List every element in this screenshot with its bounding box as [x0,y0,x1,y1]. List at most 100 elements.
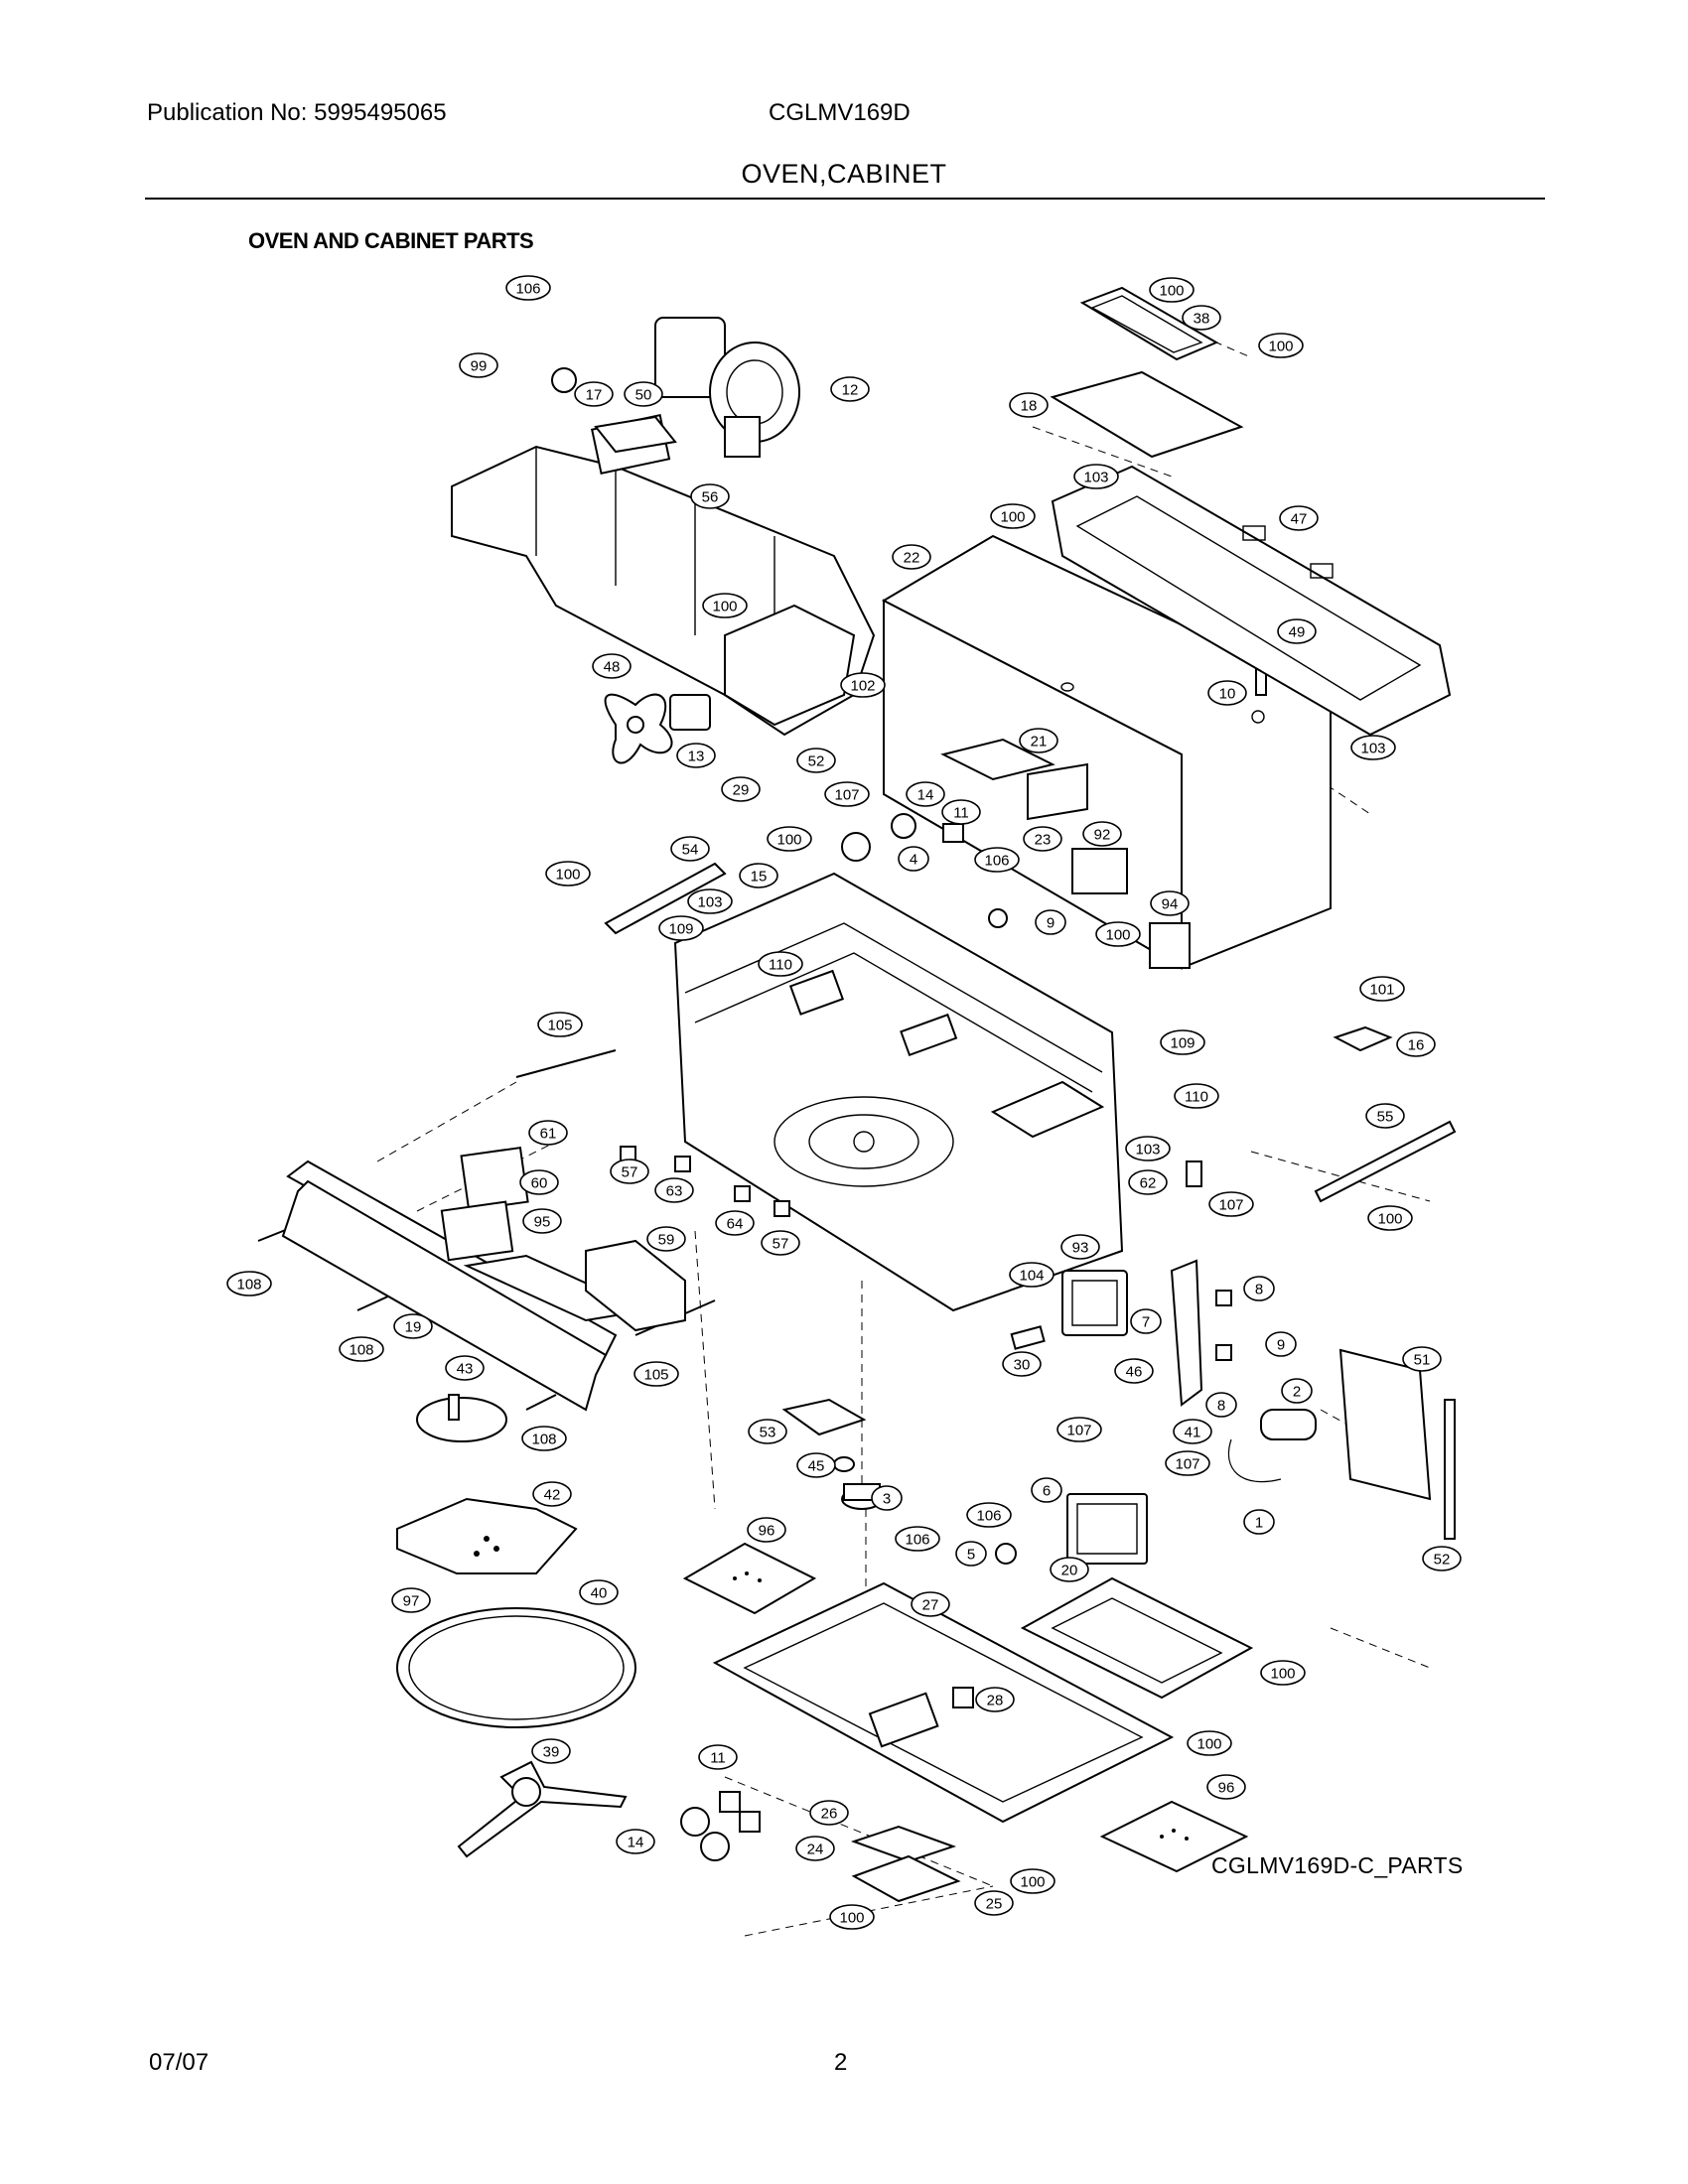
capacitor-2 [1227,1409,1317,1483]
callout-oval [809,1800,849,1826]
callout-53: 53 [748,1419,787,1444]
callout-oval [1009,392,1049,418]
callout-104: 104 [1009,1262,1055,1288]
callout-oval [1206,1774,1246,1800]
callout-5: 5 [955,1541,987,1567]
callout-100: 100 [545,861,591,887]
callout-label: 105 [643,1367,668,1384]
callout-label: 8 [1217,1398,1225,1415]
callout-103: 103 [1073,464,1119,489]
callout-105: 105 [633,1361,679,1387]
callout-oval [1050,1557,1089,1582]
callout-label: 21 [1031,734,1048,751]
callout-oval [1350,735,1396,760]
callout-oval [1367,1205,1413,1231]
callout-oval [892,544,931,570]
callout-64: 64 [715,1210,755,1236]
bottom-plate-27 [712,1581,1175,1824]
callout-label: 11 [953,805,969,822]
callout-oval [1023,826,1062,852]
callout-29: 29 [721,776,761,802]
callout-oval [796,748,836,773]
callout-oval [911,1591,950,1617]
callout-100: 100 [990,503,1036,529]
callout-47: 47 [1279,505,1319,531]
callout-label: 15 [751,869,768,886]
callout-label: 41 [1185,1425,1201,1441]
callout-label: 7 [1142,1314,1150,1331]
callout-oval [1402,1346,1442,1372]
callout-label: 94 [1162,896,1179,913]
callout-label: 59 [658,1232,675,1249]
lamp-cover-24-26 [850,1825,961,1903]
callout-28: 28 [975,1687,1015,1712]
callout-7: 7 [1130,1308,1162,1334]
callout-oval [1073,464,1119,489]
part-53-label [781,1398,867,1436]
callout-4: 4 [898,846,929,872]
callout-108: 108 [521,1426,567,1451]
callout-11: 11 [698,1744,738,1770]
callout-59: 59 [646,1226,686,1252]
callout-63: 63 [654,1177,694,1203]
callout-label: 10 [1219,686,1236,703]
callout-label: 24 [807,1842,824,1858]
callout-103: 103 [687,888,733,914]
callout-label: 60 [531,1175,548,1192]
callout-label: 27 [922,1597,939,1614]
callout-oval [1208,1191,1254,1217]
callout-14: 14 [906,781,945,807]
callout-oval [531,1738,571,1764]
callout-oval [528,1120,568,1146]
callout-45: 45 [796,1452,836,1478]
model-number: CGLMV169D [769,99,911,126]
callout-oval [592,653,632,679]
callout-label: 107 [1175,1456,1199,1473]
callout-label: 110 [769,957,792,974]
callout-107: 107 [1165,1450,1210,1476]
fan-blade [604,693,673,764]
callout-label: 100 [776,832,801,849]
callout-label: 20 [1061,1563,1078,1579]
callout-oval [1277,618,1317,644]
callout-oval [1243,1276,1275,1301]
callout-100: 100 [829,1904,875,1930]
callout-oval [830,376,870,402]
callout-105: 105 [537,1012,583,1037]
callout-106: 106 [966,1502,1012,1528]
callout-label: 102 [850,678,875,695]
callout-oval [579,1579,619,1605]
callout-oval [1060,1234,1100,1260]
part-18-panel [1050,370,1244,459]
callout-52: 52 [796,748,836,773]
callout-oval [1002,1351,1042,1377]
callout-106: 106 [895,1526,940,1552]
callout-label: 48 [604,659,621,676]
callout-label: 109 [1170,1035,1195,1052]
part-28-block [952,1687,974,1708]
callout-101: 101 [1359,976,1405,1002]
part-52-strip [1444,1399,1456,1540]
callout-100: 100 [1260,1660,1306,1686]
part-50-plate [594,415,677,454]
callout-94: 94 [1150,890,1190,916]
callout-label: 5 [967,1547,975,1564]
callout-103: 103 [1125,1136,1171,1161]
callout-17: 17 [574,381,614,407]
fan-duct-assembly [451,414,876,737]
callout-label: 101 [1369,982,1394,999]
callout-100: 100 [1149,277,1195,303]
callout-label: 64 [727,1216,744,1233]
vent-96-right [1099,1800,1249,1873]
callout-13: 13 [676,743,716,768]
callout-18: 18 [1009,392,1049,418]
callout-label: 16 [1408,1037,1425,1054]
callout-label: 92 [1094,827,1111,844]
callout-oval [1187,1730,1232,1756]
callout-43: 43 [445,1355,485,1381]
callout-oval [574,381,614,407]
callout-oval [1125,1136,1171,1161]
callout-oval [633,1361,679,1387]
callout-label: 100 [1159,283,1184,300]
